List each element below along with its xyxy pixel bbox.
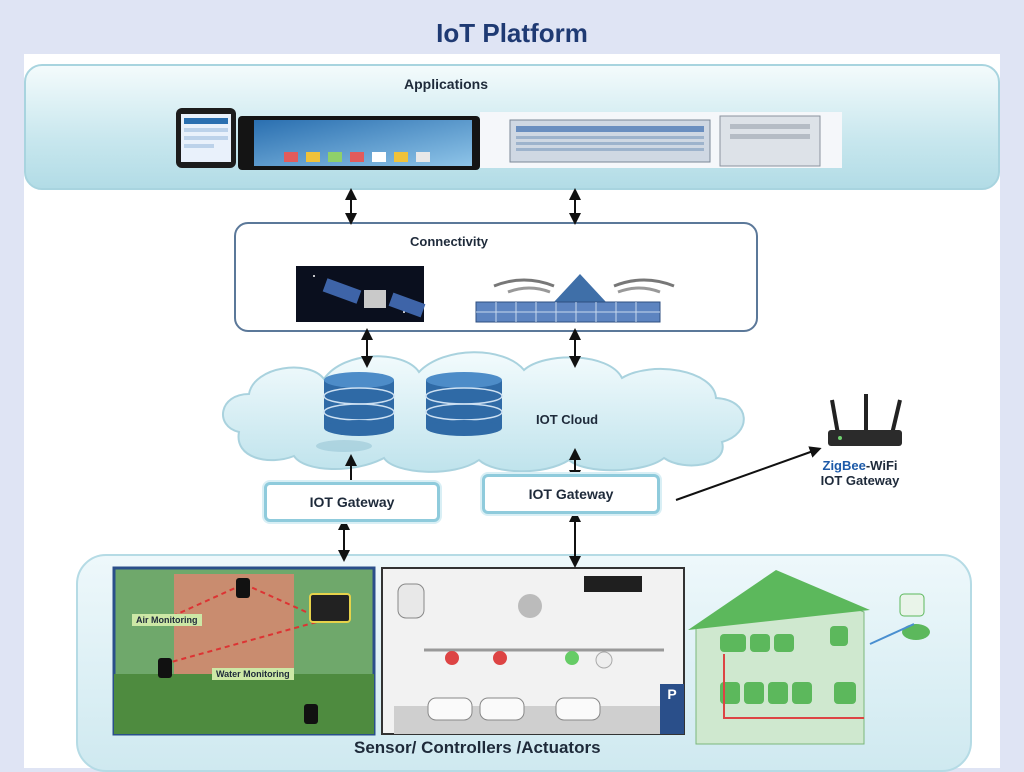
applications-label: Applications (404, 76, 489, 92)
zigbee-wifi-gateway-label: ZigBee-WiFi IOT Gateway (800, 458, 920, 488)
smartphone-icon (176, 108, 236, 168)
server-icon (480, 112, 842, 168)
zigbee-gateway-text: IOT Gateway (820, 473, 900, 488)
connectivity-label: Connectivity (410, 234, 489, 249)
water-monitoring-label: Water Monitoring (212, 668, 294, 680)
air-monitoring-label: Air Monitoring (132, 614, 202, 626)
router-icon (828, 394, 902, 446)
iot-cloud-label: IOT Cloud (536, 412, 599, 427)
environment-monitoring-panel (112, 566, 376, 736)
iot-gateway-left: IOT Gateway (264, 482, 440, 522)
diagram-canvas: Applications Connectivity (24, 54, 1000, 772)
sensors-label: Sensor/ Controllers /Actuators (354, 738, 601, 757)
antenna-array-icon (475, 274, 675, 323)
zigbee-suffix: -WiFi (865, 458, 898, 473)
satellite-icon (296, 266, 426, 322)
car-icon (427, 697, 601, 721)
database-icon (323, 372, 503, 436)
page-title: IoT Platform (436, 18, 588, 48)
house-icon (688, 570, 930, 745)
parking-panel (381, 567, 685, 735)
parking-sign: P (667, 686, 677, 702)
diagram-graphics (112, 108, 930, 745)
arrow-gateway-zigbee (675, 446, 822, 501)
zigbee-brand: ZigBee (822, 458, 866, 473)
tablet-icon (238, 116, 480, 170)
iot-gateway-right: IOT Gateway (482, 474, 660, 514)
